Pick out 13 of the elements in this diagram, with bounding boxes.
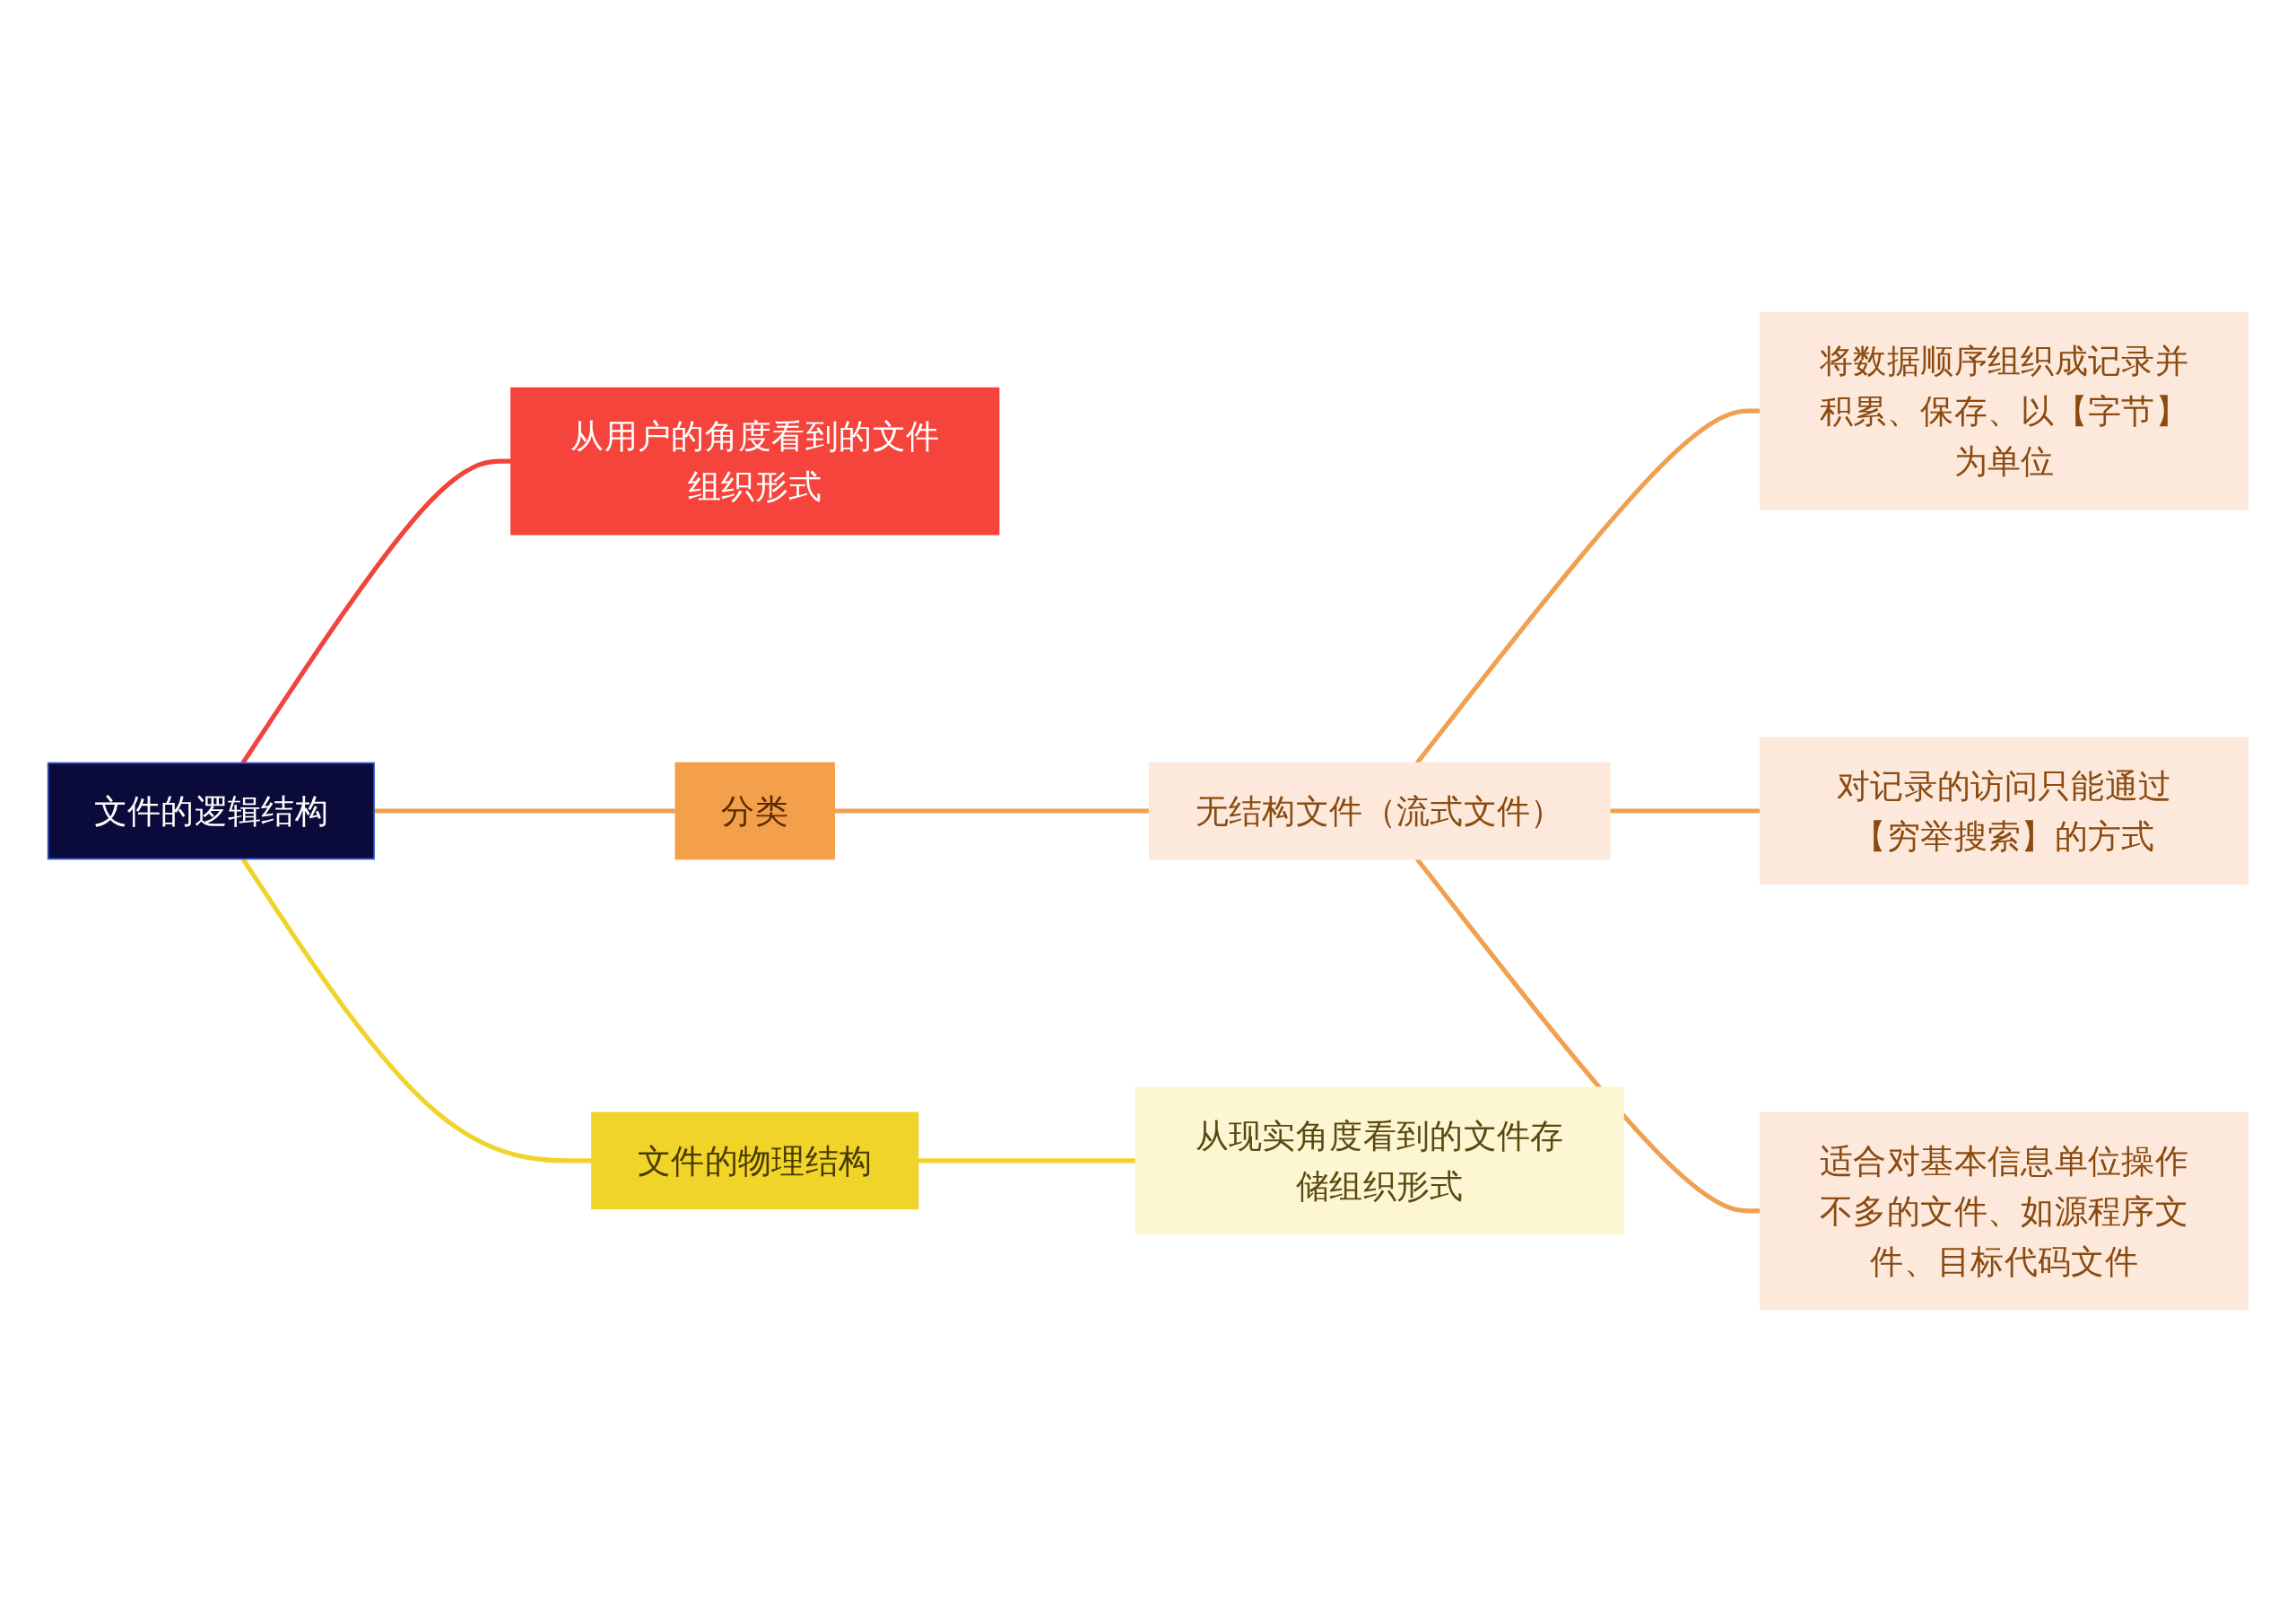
node-box: 适合对基本信息单位操作不多的文件、如源程序文件、目标代码文件	[1760, 1111, 2249, 1310]
node-box: 将数据顺序组织成记录并积累、保存、以【字节】为单位	[1760, 311, 2249, 510]
connector	[1609, 807, 1761, 814]
connector	[374, 807, 676, 814]
node-box: 从现实角度看到的文件存储组织形式	[1135, 1085, 1624, 1234]
connector	[918, 1157, 1136, 1163]
node-box: 对记录的访问只能通过【穷举搜索】的方式	[1760, 736, 2249, 885]
node-box: 从用户的角度看到的文件组织形式	[510, 387, 1000, 536]
node-box: 分类	[674, 762, 835, 859]
connector	[834, 807, 1150, 814]
node-box: 文件的逻辑结构	[47, 762, 375, 859]
node-box: 无结构文件（流式文件）	[1148, 762, 1611, 859]
node-box: 文件的物理结构	[591, 1111, 919, 1209]
